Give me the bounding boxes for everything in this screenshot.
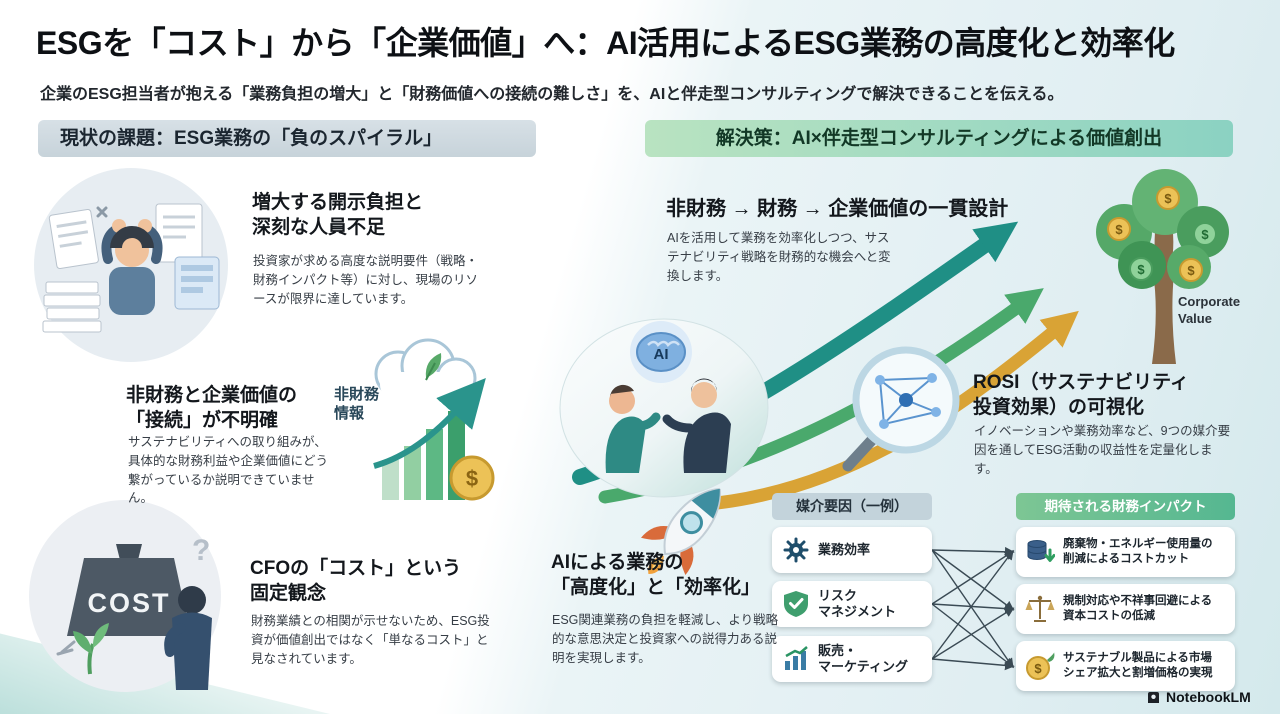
rosi-network-magnifier-illustration [842,346,960,472]
solution-item-1-body: AIを活用して業務を効率化しつつ、サステナビリティ戦略を財務的な機会へと変換しま… [667,231,891,283]
mediator-label: 業務効率 [818,542,871,558]
problem-item-3-body: 財務業績との相関が示せないため、ESG投資が価値創出ではなく「単なるコスト」と見… [251,614,490,666]
solution-item-2-body: イノベーションや業務効率など、9つの媒介要因を通してESG活動の収益性を定量化し… [974,424,1231,476]
solution-item-3-title: AIによる業務の 「高度化」と「効率化」 [551,552,761,599]
problem-item-1-title: 増大する開示負担と 深刻な人員不足 [252,192,424,239]
non-financial-info-label: 非財務情報 [334,386,380,422]
cost-label-glyph: COST [87,588,170,618]
impacts-header: 期待される財務インパクト [1016,493,1235,520]
coin-dollar-glyph: $ [1034,661,1042,676]
tree-coin-glyph: $ [1201,227,1209,242]
impact-card-premium-pricing: $ サステナブル製品による市場 シェア拡大と割増価格の実現 [1016,641,1235,691]
corporate-value-label: Corporate Value [1178,294,1241,326]
consulting-people-ai-illustration: AI [559,318,769,498]
question-mark-glyph: ? [192,534,210,567]
gear-icon [783,537,809,563]
impact-label: 廃棄物・エネルギー使用量の 削減によるコストカット [1063,538,1213,565]
tree-coin-glyph: $ [1187,263,1195,278]
mediator-label: 販売・ マーケティング [818,643,908,674]
corporate-value-tree-illustration: $ $ $ $ $ [1096,169,1229,364]
tree-coin-glyph: $ [1115,222,1123,237]
tree-coin-glyph: $ [1164,191,1172,206]
notebooklm-logo-icon [1148,691,1159,703]
mediator-card-risk: リスク マネジメント [772,581,932,627]
tree-coin-glyph: $ [1137,262,1145,277]
shield-check-icon [783,590,809,618]
mediator-label: リスク マネジメント [818,588,897,619]
ai-label-glyph: AI [654,346,669,363]
non-financial-cloud-chart-illustration: $ [373,338,495,501]
balance-scale-icon [1025,594,1055,624]
problem-item-3-title: CFOの「コスト」という 固定観念 [250,558,462,605]
problem-item-2-title: 非財務と企業価値の 「接続」が不明確 [126,385,298,432]
stressed-worker-illustration [34,168,228,362]
impact-card-capital-cost: 規制対応や不祥事回避による 資本コストの低減 [1016,584,1235,634]
solution-section-header: 解決策：AI×伴走型コンサルティングによる価値創出 [645,120,1233,157]
solution-item-2-title: ROSI（サステナビリティ 投資効果）の可視化 [973,372,1189,419]
problem-item-2-body: サステナビリティへの取り組みが、具体的な財務利益や企業価値にどう繋がっているか説… [128,435,329,506]
solution-item-1-title: 非財務 → 財務 → 企業価値の一貫設計 [666,198,1009,220]
sales-chart-icon [783,646,809,672]
mediator-impact-connectors [931,546,1015,671]
problem-item-1-body: 投資家が求める高度な説明要件（戦略・財務インパクト等）に対し、現場のリソースが限… [253,254,479,306]
impact-card-cost-cut: 廃棄物・エネルギー使用量の 削減によるコストカット [1016,527,1235,577]
page-title: ESGを「コスト」から「企業価値」へ：AI活用によるESG業務の高度化と効率化 [36,25,1175,61]
cost-weight-illustration: ? COST [29,500,221,692]
notebooklm-brand-label: NotebookLM [1166,689,1251,705]
rocket-illustration [641,487,721,575]
coins-reduction-icon [1025,537,1055,567]
mediator-card-efficiency: 業務効率 [772,527,932,573]
notebooklm-brand: NotebookLM [1146,689,1251,705]
page-subtitle: 企業のESG担当者が抱える「業務負担の増大」と「財務価値への接続の難しさ」を、A… [40,86,1064,103]
mediators-header: 媒介要因（一例） [772,493,932,520]
impact-label: 規制対応や不祥事回避による 資本コストの低減 [1063,595,1213,622]
mediator-card-sales: 販売・ マーケティング [772,636,932,682]
premium-coin-icon: $ [1025,651,1055,681]
solution-item-3-body: ESG関連業務の負担を軽減し、より戦略的な意思決定と投資家への説得力ある説明を実… [552,613,779,665]
impact-label: サステナブル製品による市場 シェア拡大と割増価格の実現 [1063,652,1213,679]
problem-section-header: 現状の課題：ESG業務の「負のスパイラル」 [38,120,536,157]
coin-dollar-glyph: $ [466,466,478,491]
